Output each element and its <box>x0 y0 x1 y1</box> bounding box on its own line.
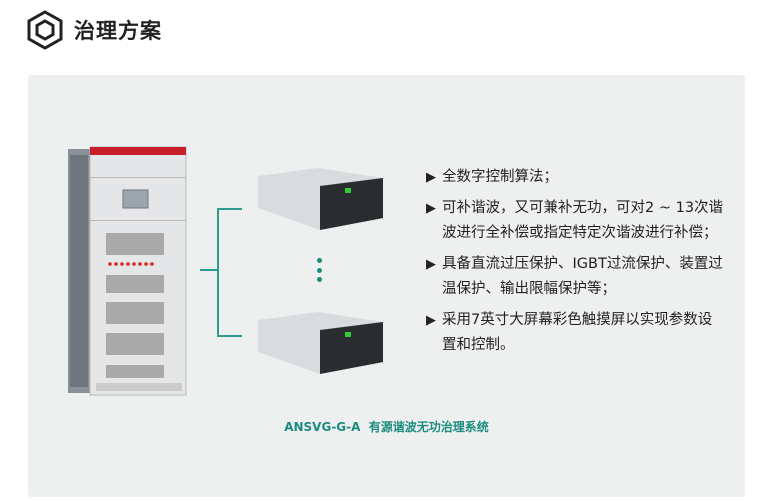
feature-text: 具备直流过压保护、IGBT过流保护、装置过温保护、输出限幅保护等； <box>442 256 723 297</box>
bullet-icon: ▶ <box>426 201 436 216</box>
feature-item: ▶ 具备直流过压保护、IGBT过流保护、装置过温保护、输出限幅保护等； <box>426 252 726 302</box>
bullet-icon: ▶ <box>426 313 436 328</box>
feature-item: ▶ 采用7英寸大屏幕彩色触摸屏以实现参数设置和控制。 <box>426 308 726 358</box>
feature-item: ▶ 可补谐波，又可兼补无功，可对2 ~ 13次谐波进行全补偿或指定特定次谐波进行补… <box>426 196 726 246</box>
system-caption: ANSVG-G-A 有源谐波无功治理系统 <box>284 420 489 434</box>
feature-item: ▶ 全数字控制算法； <box>426 165 726 190</box>
solution-panel: ▶ 全数字控制算法； ▶ 可补谐波，又可兼补无功，可对2 ~ 13次谐波进行全补偿或… <box>28 75 745 497</box>
feature-text: 可补谐波，又可兼补无功，可对2 ~ 13次谐波进行全补偿或指定特定次谐波进行补偿… <box>442 200 724 241</box>
feature-list: ▶ 全数字控制算法； ▶ 可补谐波，又可兼补无功，可对2 ~ 13次谐波进行全补偿或… <box>426 165 726 364</box>
svg-module-image <box>258 312 383 374</box>
section-title: 治理方案 <box>74 19 162 43</box>
svg-module-image <box>258 168 383 230</box>
section-header: 治理方案 <box>26 10 162 50</box>
feature-text: 采用7英寸大屏幕彩色触摸屏以实现参数设置和控制。 <box>442 312 713 353</box>
feature-text: 全数字控制算法； <box>442 169 558 185</box>
hexagon-icon <box>27 10 63 50</box>
cabinet-image <box>68 146 187 396</box>
bullet-icon: ▶ <box>426 170 436 185</box>
bullet-icon: ▶ <box>426 257 436 272</box>
